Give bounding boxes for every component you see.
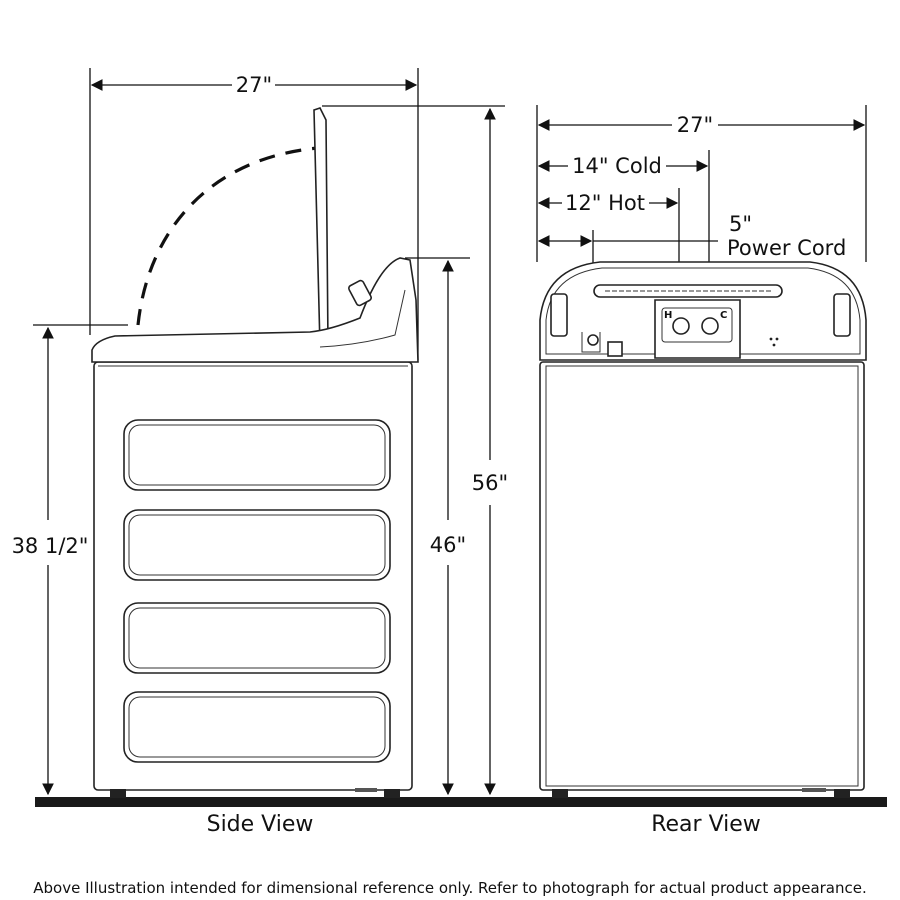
side-open-height-dimension: 56" [472, 107, 508, 796]
power-cord-dimension: 5" Power Cord [537, 212, 846, 260]
floor [35, 797, 887, 807]
rear-washer-drawing: H C [539, 261, 867, 798]
cold-inlet-dimension: 14" Cold [537, 154, 709, 178]
power-cord-distance-label: 5" [729, 212, 752, 236]
side-view: 27" 38 1/2" 46" 56" [12, 68, 508, 837]
rear-width-dimension: 27" [537, 113, 866, 137]
side-closed-height-dimension: 38 1/2" [12, 326, 89, 796]
side-width-label: 27" [236, 73, 272, 97]
side-view-caption: Side View [207, 812, 314, 837]
side-washer-drawing [91, 107, 419, 798]
power-cord-label: Power Cord [727, 236, 846, 260]
side-closed-height-label: 38 1/2" [12, 534, 89, 558]
hot-marker: H [664, 310, 672, 321]
cold-marker: C [720, 310, 727, 321]
rear-width-label: 27" [677, 113, 713, 137]
rear-view: 27" 14" Cold 12" Hot 5" Power Cord [536, 105, 867, 837]
cold-inlet-label: 14" Cold [572, 154, 662, 178]
rear-view-caption: Rear View [651, 812, 761, 837]
hot-inlet-label: 12" Hot [565, 191, 645, 215]
dimension-disclaimer: Above Illustration intended for dimensio… [33, 879, 867, 897]
hot-inlet-dimension: 12" Hot [537, 191, 679, 215]
lid-swing-arc [136, 146, 319, 326]
side-open-height-label: 56" [472, 471, 508, 495]
side-width-dimension: 27" [90, 73, 418, 97]
side-console-height-label: 46" [430, 533, 466, 557]
side-console-height-dimension: 46" [430, 259, 466, 796]
